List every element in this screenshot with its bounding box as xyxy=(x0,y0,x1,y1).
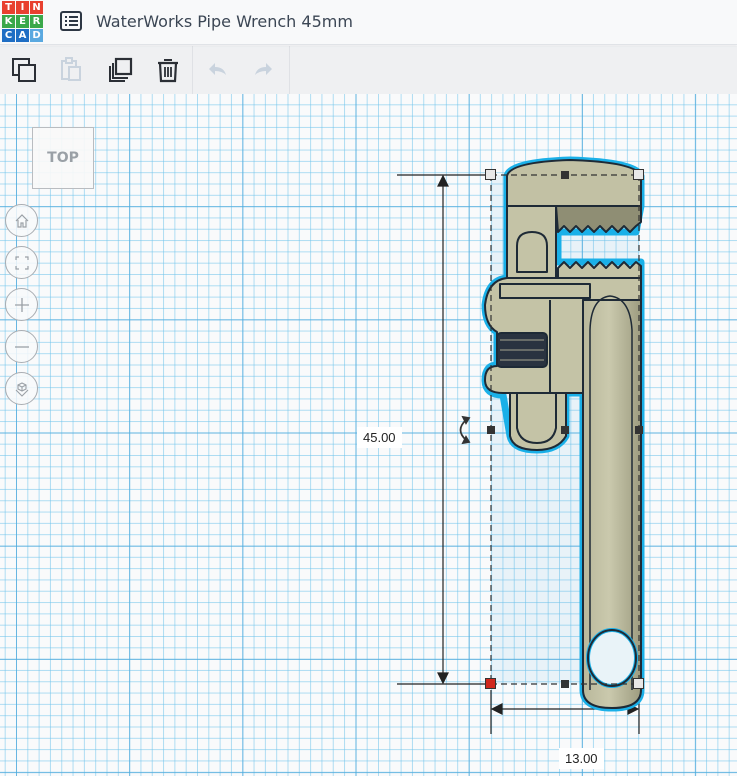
resize-handle-top-mid[interactable] xyxy=(561,171,569,179)
fit-view-button[interactable] xyxy=(5,246,38,279)
resize-handle-right-mid[interactable] xyxy=(635,426,643,434)
resize-handle-left-mid[interactable] xyxy=(487,426,495,434)
logo-tile: E xyxy=(16,15,29,28)
view-cube[interactable]: TOP xyxy=(32,127,94,189)
undo-icon xyxy=(209,63,226,75)
ortho-cube-icon xyxy=(15,381,28,397)
toolbar-divider xyxy=(289,46,290,94)
copy-icon xyxy=(12,58,36,82)
redo-button[interactable] xyxy=(248,54,280,86)
perspective-toggle-button[interactable] xyxy=(5,372,38,405)
resize-handle-bottom-left[interactable] xyxy=(485,678,496,689)
toolbar-divider xyxy=(192,46,193,94)
width-dimension-value[interactable]: 13.00 xyxy=(559,748,604,769)
paste-button[interactable] xyxy=(55,54,87,86)
pipe-wrench-model[interactable] xyxy=(481,156,645,712)
undo-button[interactable] xyxy=(201,54,233,86)
home-view-button[interactable] xyxy=(5,204,38,237)
design-title[interactable]: WaterWorks Pipe Wrench 45mm xyxy=(96,12,353,31)
minus-icon xyxy=(14,345,29,348)
logo-tile: A xyxy=(16,29,29,42)
zoom-out-button[interactable] xyxy=(5,330,38,363)
zoom-in-button[interactable] xyxy=(5,288,38,321)
center-handle[interactable] xyxy=(561,426,569,434)
resize-handle-bottom-mid[interactable] xyxy=(561,680,569,688)
trash-icon xyxy=(158,59,178,83)
delete-button[interactable] xyxy=(152,54,184,86)
logo-tile: R xyxy=(30,15,43,28)
logo-tile: C xyxy=(2,29,15,42)
edit-toolbar xyxy=(0,46,737,94)
height-dimension xyxy=(397,174,488,685)
home-icon xyxy=(15,213,28,228)
paste-icon xyxy=(61,57,81,81)
logo-tile: N xyxy=(30,1,43,14)
plus-icon xyxy=(14,297,29,312)
resize-handle-bottom-right[interactable] xyxy=(633,678,644,689)
redo-icon xyxy=(255,63,272,75)
logo-tile: D xyxy=(30,29,43,42)
resize-handle-top-right[interactable] xyxy=(633,169,644,180)
list-icon[interactable] xyxy=(60,11,82,31)
logo-tile: I xyxy=(16,1,29,14)
resize-handle-top-left[interactable] xyxy=(485,169,496,180)
rotate-handle-icon[interactable] xyxy=(459,415,471,445)
duplicate-icon xyxy=(109,57,133,82)
copy-button[interactable] xyxy=(8,54,40,86)
height-dimension-value[interactable]: 45.00 xyxy=(357,427,402,448)
duplicate-button[interactable] xyxy=(104,54,136,86)
fit-all-icon xyxy=(14,255,29,270)
logo-tile: T xyxy=(2,1,15,14)
logo-tile: K xyxy=(2,15,15,28)
